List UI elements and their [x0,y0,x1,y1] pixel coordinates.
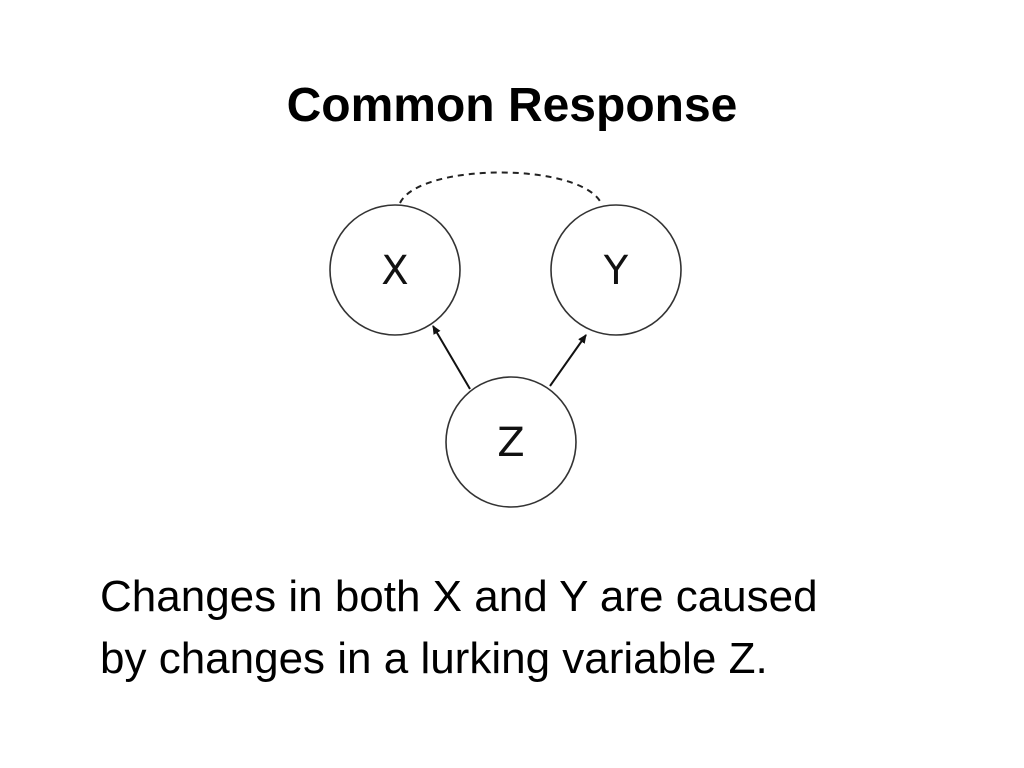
node-x: X [329,204,461,336]
edge-z-y-arrow [549,334,587,387]
body-line-1: Changes in both X and Y are caused [100,572,818,621]
edge-x-y-dashed [399,171,603,206]
node-z-label: Z [497,420,524,466]
edge-z-x-arrow [432,325,471,390]
slide-body-text: Changes in both X and Y are caused by ch… [100,566,980,690]
node-z: Z [445,376,577,508]
node-y-label: Y [603,248,629,294]
slide-title: Common Response [286,79,738,132]
node-y: Y [550,204,682,336]
node-x-label: X [381,248,408,294]
body-line-2: by changes in a lurking variable Z. [100,634,768,683]
